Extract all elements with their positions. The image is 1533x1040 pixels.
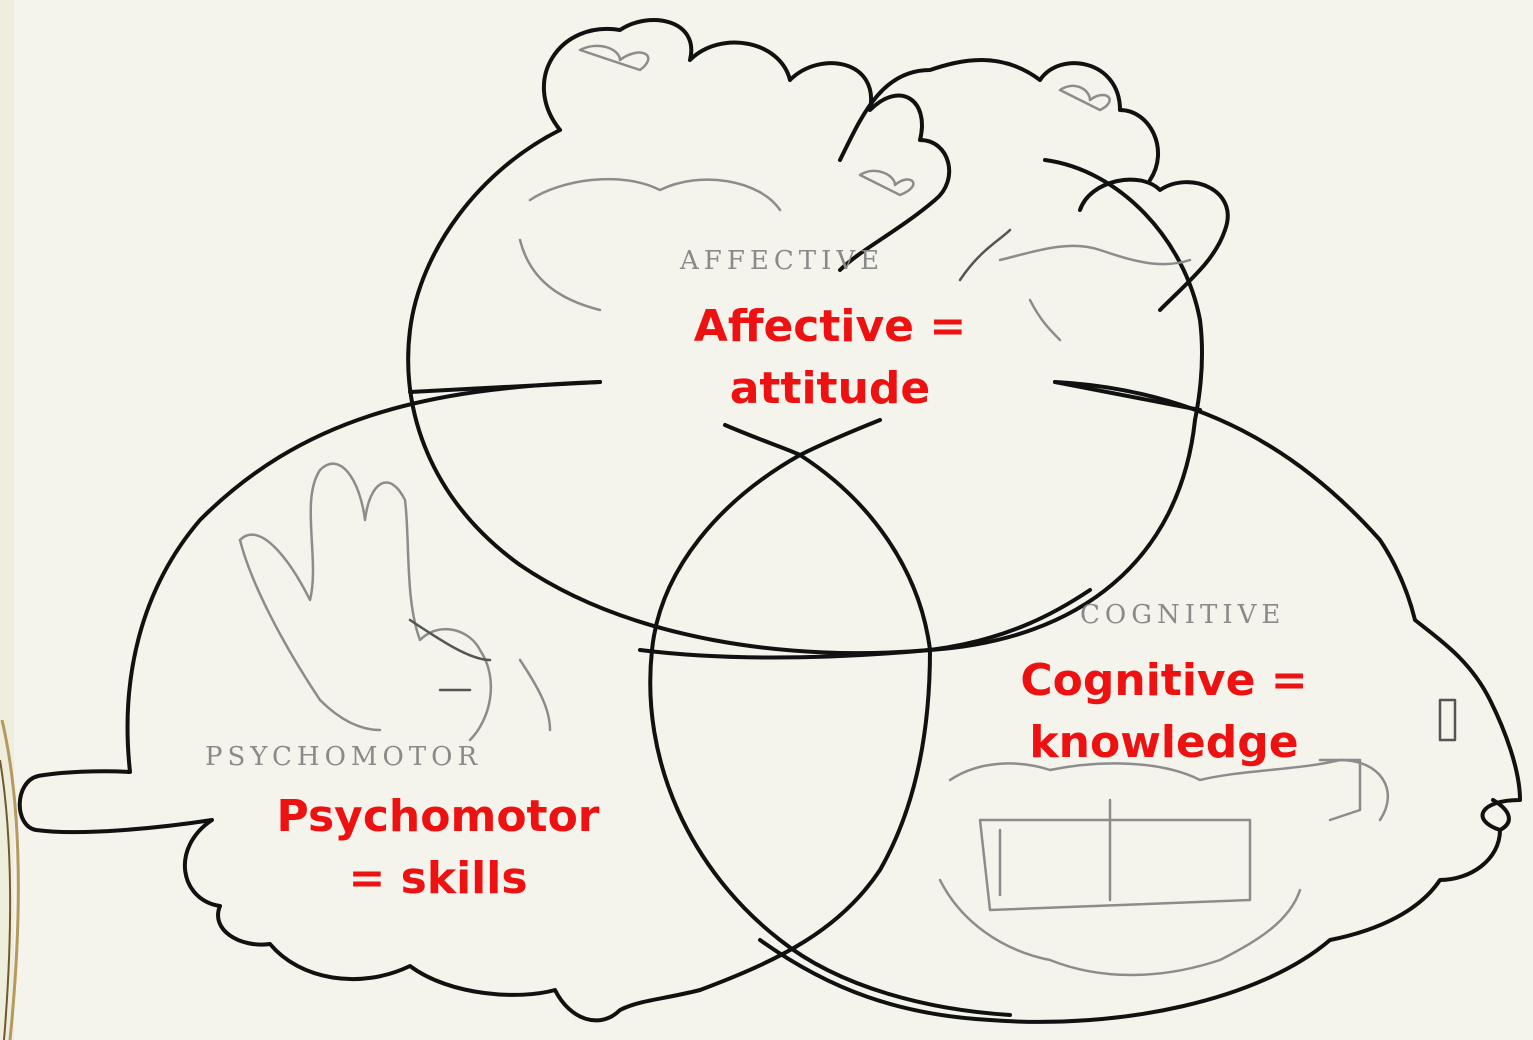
psychomotor-caption: Psychomotor = skills [268,786,608,910]
cognitive-caption-line2: knowledge [1029,717,1299,768]
cognitive-outline [758,380,1522,1024]
affective-caption-line2: attitude [729,363,931,414]
decorative-swoosh [0,720,20,1040]
psychomotor-caption-line2: = skills [348,853,528,904]
cognitive-sketch-label: COGNITIVE [1080,600,1286,630]
psychomotor-sketch-label: PSYCHOMOTOR [205,742,483,772]
cognitive-caption-line1: Cognitive = [1020,655,1308,706]
book-icon [938,698,1457,977]
cognitive-caption: Cognitive = knowledge [1012,650,1316,774]
venn-overlap-arcs [408,380,1202,1017]
affective-caption: Affective = attitude [688,296,972,420]
psychomotor-outline [17,380,702,1023]
hand-icon [238,462,552,742]
psychomotor-caption-line1: Psychomotor [276,791,600,842]
affective-caption-line1: Affective = [693,301,967,352]
affective-sketch-label: AFFECTIVE [680,246,885,276]
hearts-icon [518,18,1230,342]
